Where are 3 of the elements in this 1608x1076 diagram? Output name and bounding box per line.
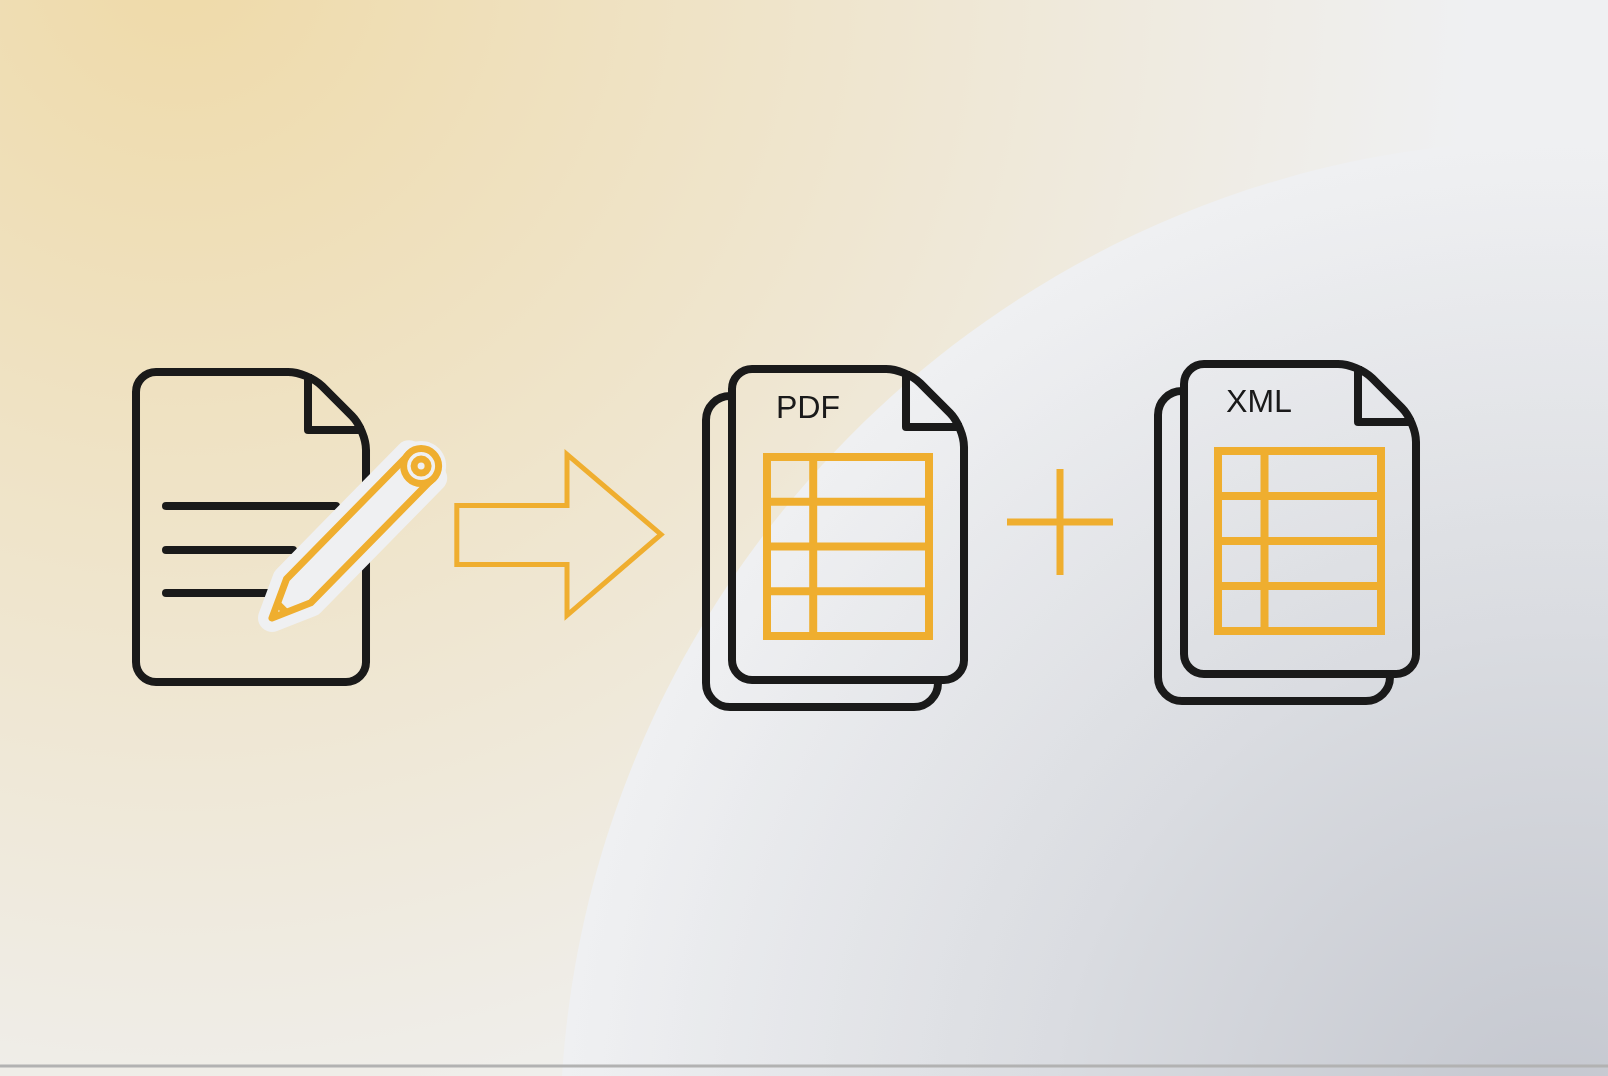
pencil-icon	[258, 440, 448, 632]
arrow	[454, 449, 665, 621]
document-icon	[132, 368, 370, 686]
